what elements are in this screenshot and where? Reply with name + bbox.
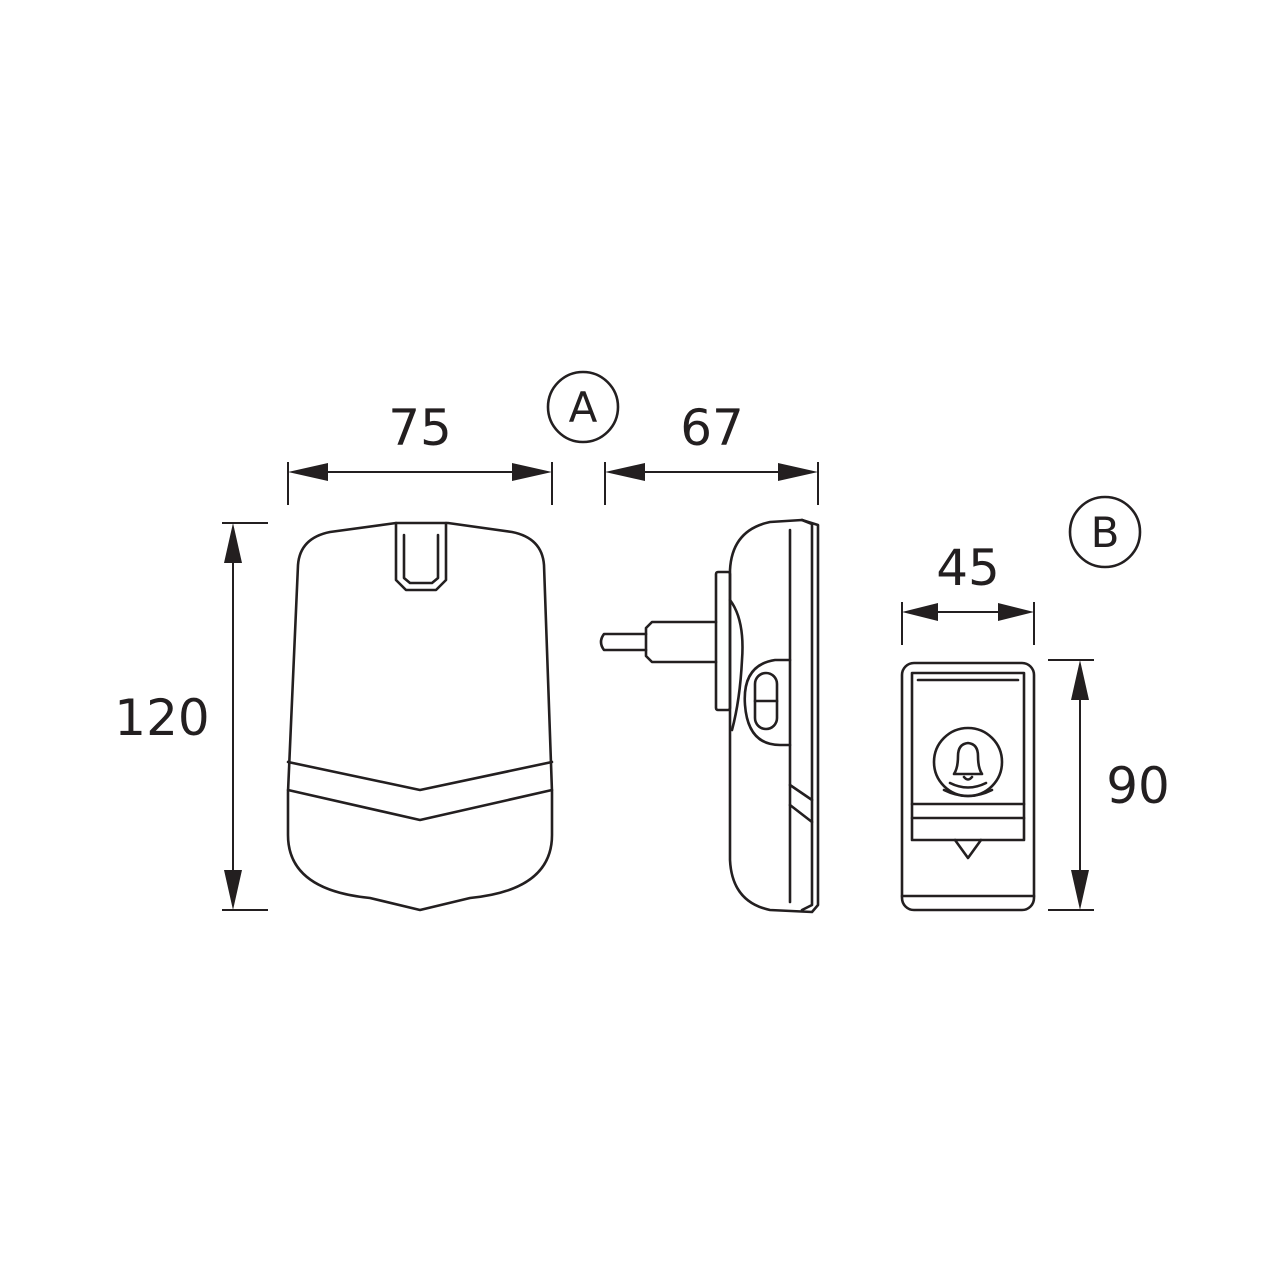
- unit-b-width-label: 45: [936, 539, 1000, 597]
- unit-a-front-body: [286, 521, 554, 912]
- arrow-right: [512, 463, 552, 481]
- unit-a-notch-inner: [402, 533, 440, 585]
- unit-a-depth-dimension: [604, 462, 819, 505]
- unit-a-plug-base: [644, 620, 718, 664]
- unit-a-stripe-bottom: [286, 788, 554, 822]
- unit-a-tag-circle: [546, 370, 620, 444]
- bell-icon-wave-2: [942, 788, 994, 798]
- unit-a-top-notch: [394, 521, 448, 592]
- unit-a-height-label: 120: [114, 689, 209, 747]
- unit-b-panel: [910, 671, 1026, 842]
- unit-a-depth-label: 67: [680, 399, 744, 457]
- bell-icon-ring: [932, 726, 1004, 798]
- unit-a-side-button-housing: [743, 658, 792, 747]
- unit-a-side-mount-plate: [714, 570, 732, 712]
- unit-b-height-label: 90: [1106, 757, 1170, 815]
- arrow-left: [288, 463, 328, 481]
- arrow-right: [998, 603, 1034, 621]
- unit-b-pointer: [953, 838, 983, 860]
- unit-a-side-stripe-1: [788, 783, 814, 802]
- arrow-down: [1071, 870, 1089, 910]
- unit-b-height-dimension: [1048, 659, 1094, 911]
- unit-b-tag-circle: [1068, 495, 1142, 569]
- unit-a-width-dimension: [287, 462, 553, 505]
- unit-a-width-label: 75: [388, 399, 452, 457]
- unit-a-side-body: [728, 518, 820, 914]
- arrow-left: [605, 463, 645, 481]
- unit-a-tag: A: [546, 370, 620, 444]
- unit-a-front-view: [286, 521, 554, 912]
- bell-icon: [932, 726, 1004, 798]
- arrow-up: [1071, 660, 1089, 700]
- arrow-up: [224, 523, 242, 563]
- unit-a-height-dimension: [222, 522, 268, 911]
- arrow-right: [778, 463, 818, 481]
- unit-a-stripe-top: [286, 760, 554, 792]
- unit-a-side-front-face: [800, 518, 814, 912]
- unit-b-body: [900, 661, 1036, 912]
- unit-a-plug-pin: [599, 632, 648, 652]
- arrow-left: [902, 603, 938, 621]
- unit-b-width-dimension: [901, 602, 1035, 645]
- bell-icon-clapper: [962, 775, 974, 781]
- unit-a-side-stripe-2: [788, 803, 814, 824]
- arrow-down: [224, 870, 242, 910]
- unit-a-tag-label: A: [569, 383, 598, 432]
- unit-b-tag-label: B: [1091, 508, 1120, 557]
- unit-a-side-curve: [728, 598, 744, 732]
- unit-a-side-view: [599, 518, 820, 914]
- bell-icon-shape: [952, 741, 984, 776]
- bell-icon-wave-1: [948, 781, 988, 789]
- unit-b-tag: B: [1068, 495, 1142, 569]
- unit-b-front-view: [900, 661, 1036, 912]
